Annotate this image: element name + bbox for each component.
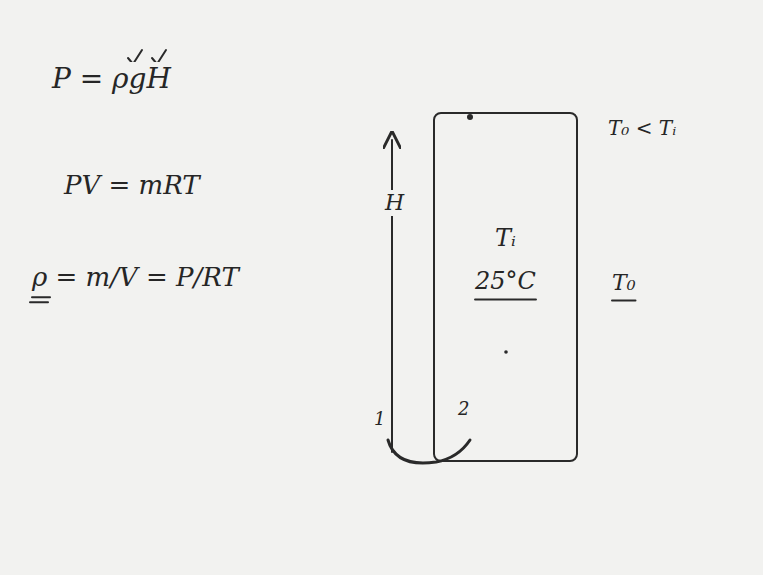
equation: P = ρgH [50, 62, 173, 96]
temperature-label: T₀ [610, 270, 638, 296]
inner-point [504, 350, 508, 354]
point-number: 2 [456, 398, 471, 420]
opening-sketch [388, 440, 470, 463]
top-point [467, 114, 473, 120]
height-arrow [391, 140, 393, 452]
building-box: Tᵢ 25°C [433, 112, 578, 462]
underline [475, 299, 536, 301]
dimension-label: H [383, 190, 406, 216]
equation: ρ = m/V = P/RT [30, 262, 241, 293]
underline [32, 296, 50, 298]
inside-temperature: Tᵢ [493, 224, 518, 253]
equation: PV = mRT [62, 170, 202, 201]
underline [30, 301, 48, 303]
condition-note: T₀ < Tᵢ [606, 116, 678, 140]
inside-temperature: 25°C [473, 267, 538, 296]
underline [612, 299, 636, 301]
point-number: 1 [372, 408, 387, 430]
